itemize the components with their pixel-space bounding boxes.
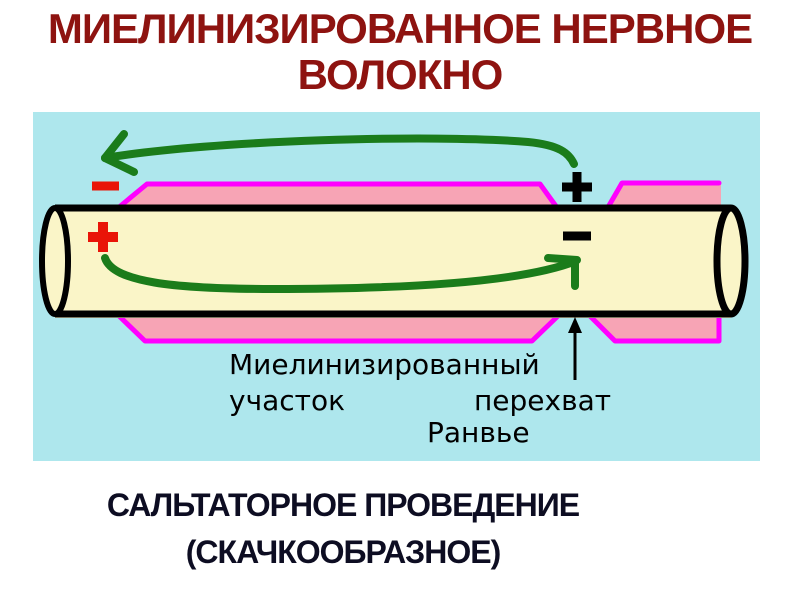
ranvier-node-pointer-arrow [568,317,582,380]
nerve-fiber-diagram [39,130,749,380]
diagram-panel: Миелинизированный участок перехват Ранвь… [33,112,760,461]
axon-left-end-cap [39,205,71,317]
axon-right-end-cap [713,204,749,318]
plus-sign-intracellular-left [88,222,118,252]
ranvier-node-label-line2: Ранвье [427,416,530,449]
myelin-sheath-top-left [115,181,561,212]
myelinated-segment-label-line1: Миелинизированный [229,348,540,381]
myelin-sheath-bottom-left [114,311,563,344]
slide-caption-line1: САЛЬТАТОРНОЕ ПРОВЕДЕНИЕ [106,487,580,523]
slide-title-line1: МИЕЛИНИЗИРОВАННОЕ НЕРВНОЕ [47,5,753,52]
myelin-sheath-top-right [604,180,722,212]
slide-title: МИЕЛИНИЗИРОВАННОЕ НЕРВНОЕ ВОЛОКНО [0,6,800,98]
myelin-sheath-bottom-right [585,311,722,344]
slide-title-line2: ВОЛОКНО [297,51,504,98]
axon-cylinder [39,204,749,318]
external-current-arrow [101,130,578,176]
ranvier-node-label-line1: перехват [474,384,612,417]
plus-sign-extracellular-node [562,172,592,202]
myelinated-segment-label-line2: участок [229,384,346,417]
slide-caption-line2: (СКАЧКООБРАЗНОЕ) [185,534,501,570]
slide-caption: САЛЬТАТОРНОЕ ПРОВЕДЕНИЕ (СКАЧКООБРАЗНОЕ) [0,482,686,576]
internal-current-arrow [101,254,581,294]
